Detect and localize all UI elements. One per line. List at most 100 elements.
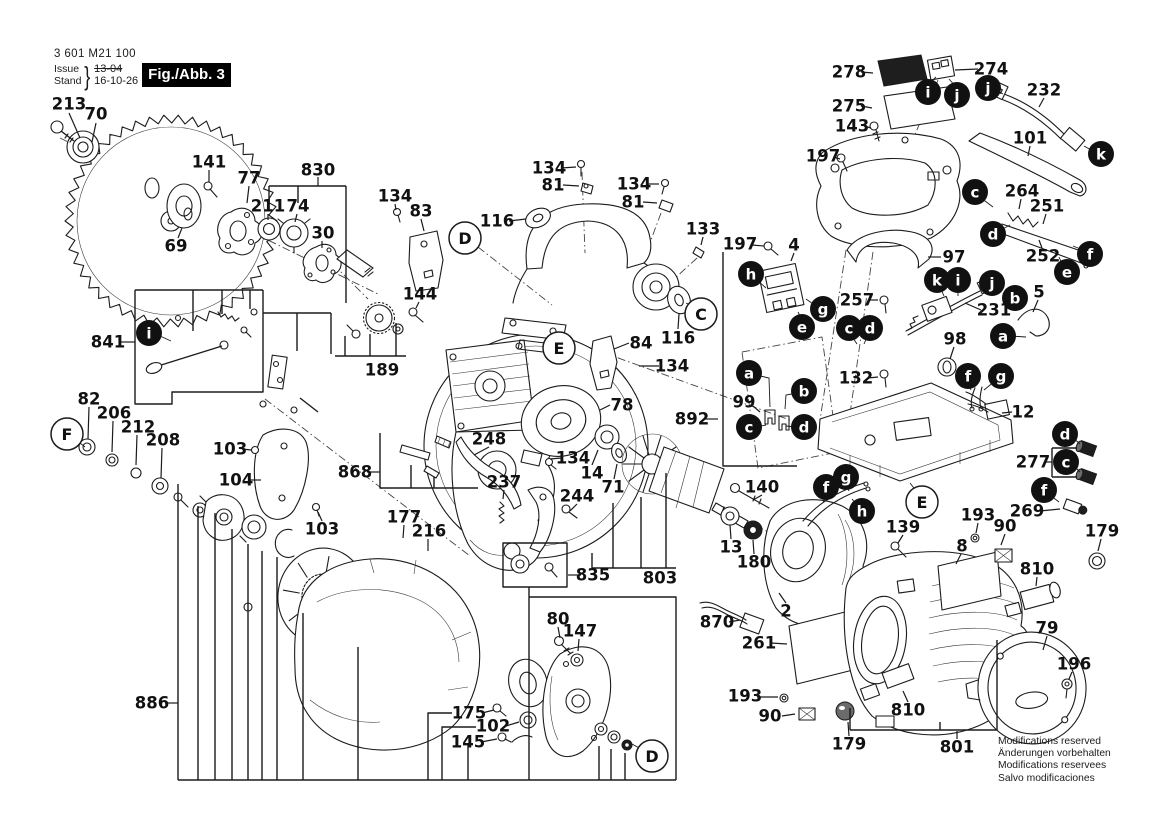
part-label-810: 810 — [891, 701, 925, 720]
ring-large — [508, 658, 548, 708]
end-bell — [199, 494, 247, 543]
screw-103-a — [250, 445, 260, 455]
leader-134 — [394, 203, 397, 211]
badge-letter-i: i — [146, 325, 151, 343]
armature-group — [594, 424, 871, 685]
part-code: 3 601 M21 100 — [54, 48, 136, 60]
badge-letter-f: f — [1041, 482, 1048, 500]
cover-plate-84 — [589, 335, 618, 391]
part-label-14: 14 — [581, 464, 604, 483]
leader-13 — [729, 524, 732, 540]
washer-147 — [570, 653, 584, 667]
badge-b — [1002, 285, 1028, 311]
badge-letter-c: c — [845, 320, 854, 338]
part-label-274: 274 — [974, 60, 1008, 79]
strip-101 — [968, 132, 1087, 197]
badge-a — [990, 323, 1016, 349]
badge-letter-f: f — [965, 368, 972, 386]
ref-badge-D — [635, 739, 669, 773]
lower-guard — [294, 558, 481, 751]
part-label-193: 193 — [961, 506, 995, 525]
part-label-216: 216 — [412, 522, 446, 541]
part-label-143: 143 — [835, 117, 869, 136]
badge-e — [1054, 259, 1080, 285]
part-label-261: 261 — [742, 634, 776, 653]
part-label-177: 177 — [387, 508, 421, 527]
part-label-79: 79 — [1036, 619, 1059, 638]
washers-right — [594, 722, 633, 751]
leader-175 — [481, 709, 495, 714]
brake-flange-78 — [520, 385, 602, 457]
part-label-886: 886 — [135, 694, 169, 713]
bearing-211 — [257, 217, 281, 241]
part-label-139: 139 — [886, 518, 920, 537]
part-label-175: 175 — [452, 704, 486, 723]
leader-14 — [591, 449, 599, 466]
pin-81-mid — [580, 182, 594, 195]
ref-badge-letter-D: D — [645, 747, 658, 766]
badge-letter-d: d — [865, 320, 876, 338]
part-label-97: 97 — [943, 248, 966, 267]
badge-d — [980, 221, 1006, 247]
screw-132 — [879, 369, 889, 388]
notice-fr: Modifications reservees — [998, 760, 1107, 772]
washer-116-top — [525, 207, 551, 229]
leader-810 — [1035, 576, 1038, 587]
leader-208 — [160, 447, 163, 479]
leader-180 — [752, 539, 755, 555]
leader-197 — [751, 244, 765, 247]
part-label-13: 13 — [720, 538, 743, 557]
badge-d — [1052, 421, 1078, 447]
gear-washer — [392, 323, 404, 335]
part-label-84: 84 — [630, 334, 653, 353]
badge-g — [810, 296, 836, 322]
ref-badge-letter-E: E — [554, 339, 565, 358]
part-label-134: 134 — [617, 175, 651, 194]
part-label-193: 193 — [728, 687, 762, 706]
part-label-8: 8 — [956, 537, 967, 556]
notice-de: Änderungen vorbehalten — [998, 748, 1111, 760]
leader-103 — [241, 448, 252, 451]
leader-145 — [480, 738, 498, 743]
part-label-277: 277 — [1016, 453, 1050, 472]
leader-278 — [860, 71, 874, 74]
ring-179-right — [1088, 552, 1106, 570]
blade-flange-69 — [166, 183, 202, 229]
cover-plate-D — [542, 646, 612, 757]
issue-label: Issue — [54, 63, 80, 75]
pad-278 — [877, 54, 928, 87]
part-label-99: 99 — [733, 393, 756, 412]
detent-kit-841 — [145, 308, 319, 414]
leader-231 — [964, 302, 982, 311]
badge-f — [955, 363, 981, 389]
spring-264 — [1007, 212, 1039, 228]
flange-74 — [277, 218, 311, 254]
part-label-77: 77 — [238, 169, 261, 188]
brush-870 — [699, 601, 765, 635]
ring-179-bottom — [835, 701, 855, 721]
bushing-102 — [519, 711, 537, 729]
leader-70 — [91, 122, 97, 143]
badge-f — [1077, 241, 1103, 267]
badge-b — [791, 378, 817, 404]
issue-value: 13-04 — [94, 63, 123, 75]
ref-badge-F — [50, 417, 84, 451]
badge-f — [1031, 477, 1057, 503]
part-label-868: 868 — [338, 463, 372, 482]
brush-cap-c — [1075, 467, 1098, 486]
leader-193 — [975, 522, 979, 534]
cover-104 — [253, 428, 309, 520]
leader-179 — [847, 721, 850, 737]
bearing-13 — [720, 506, 740, 526]
part-label-206: 206 — [97, 404, 131, 423]
leader-143 — [863, 125, 872, 129]
badge-letter-e: e — [797, 319, 807, 337]
part-label-211: 211 — [251, 197, 285, 216]
part-label-101: 101 — [1013, 129, 1047, 148]
bearing-lower — [241, 514, 267, 540]
switch-4 — [757, 262, 805, 314]
part-label-870: 870 — [700, 613, 734, 632]
part-label-196: 196 — [1057, 655, 1091, 674]
leader-69 — [177, 227, 183, 239]
